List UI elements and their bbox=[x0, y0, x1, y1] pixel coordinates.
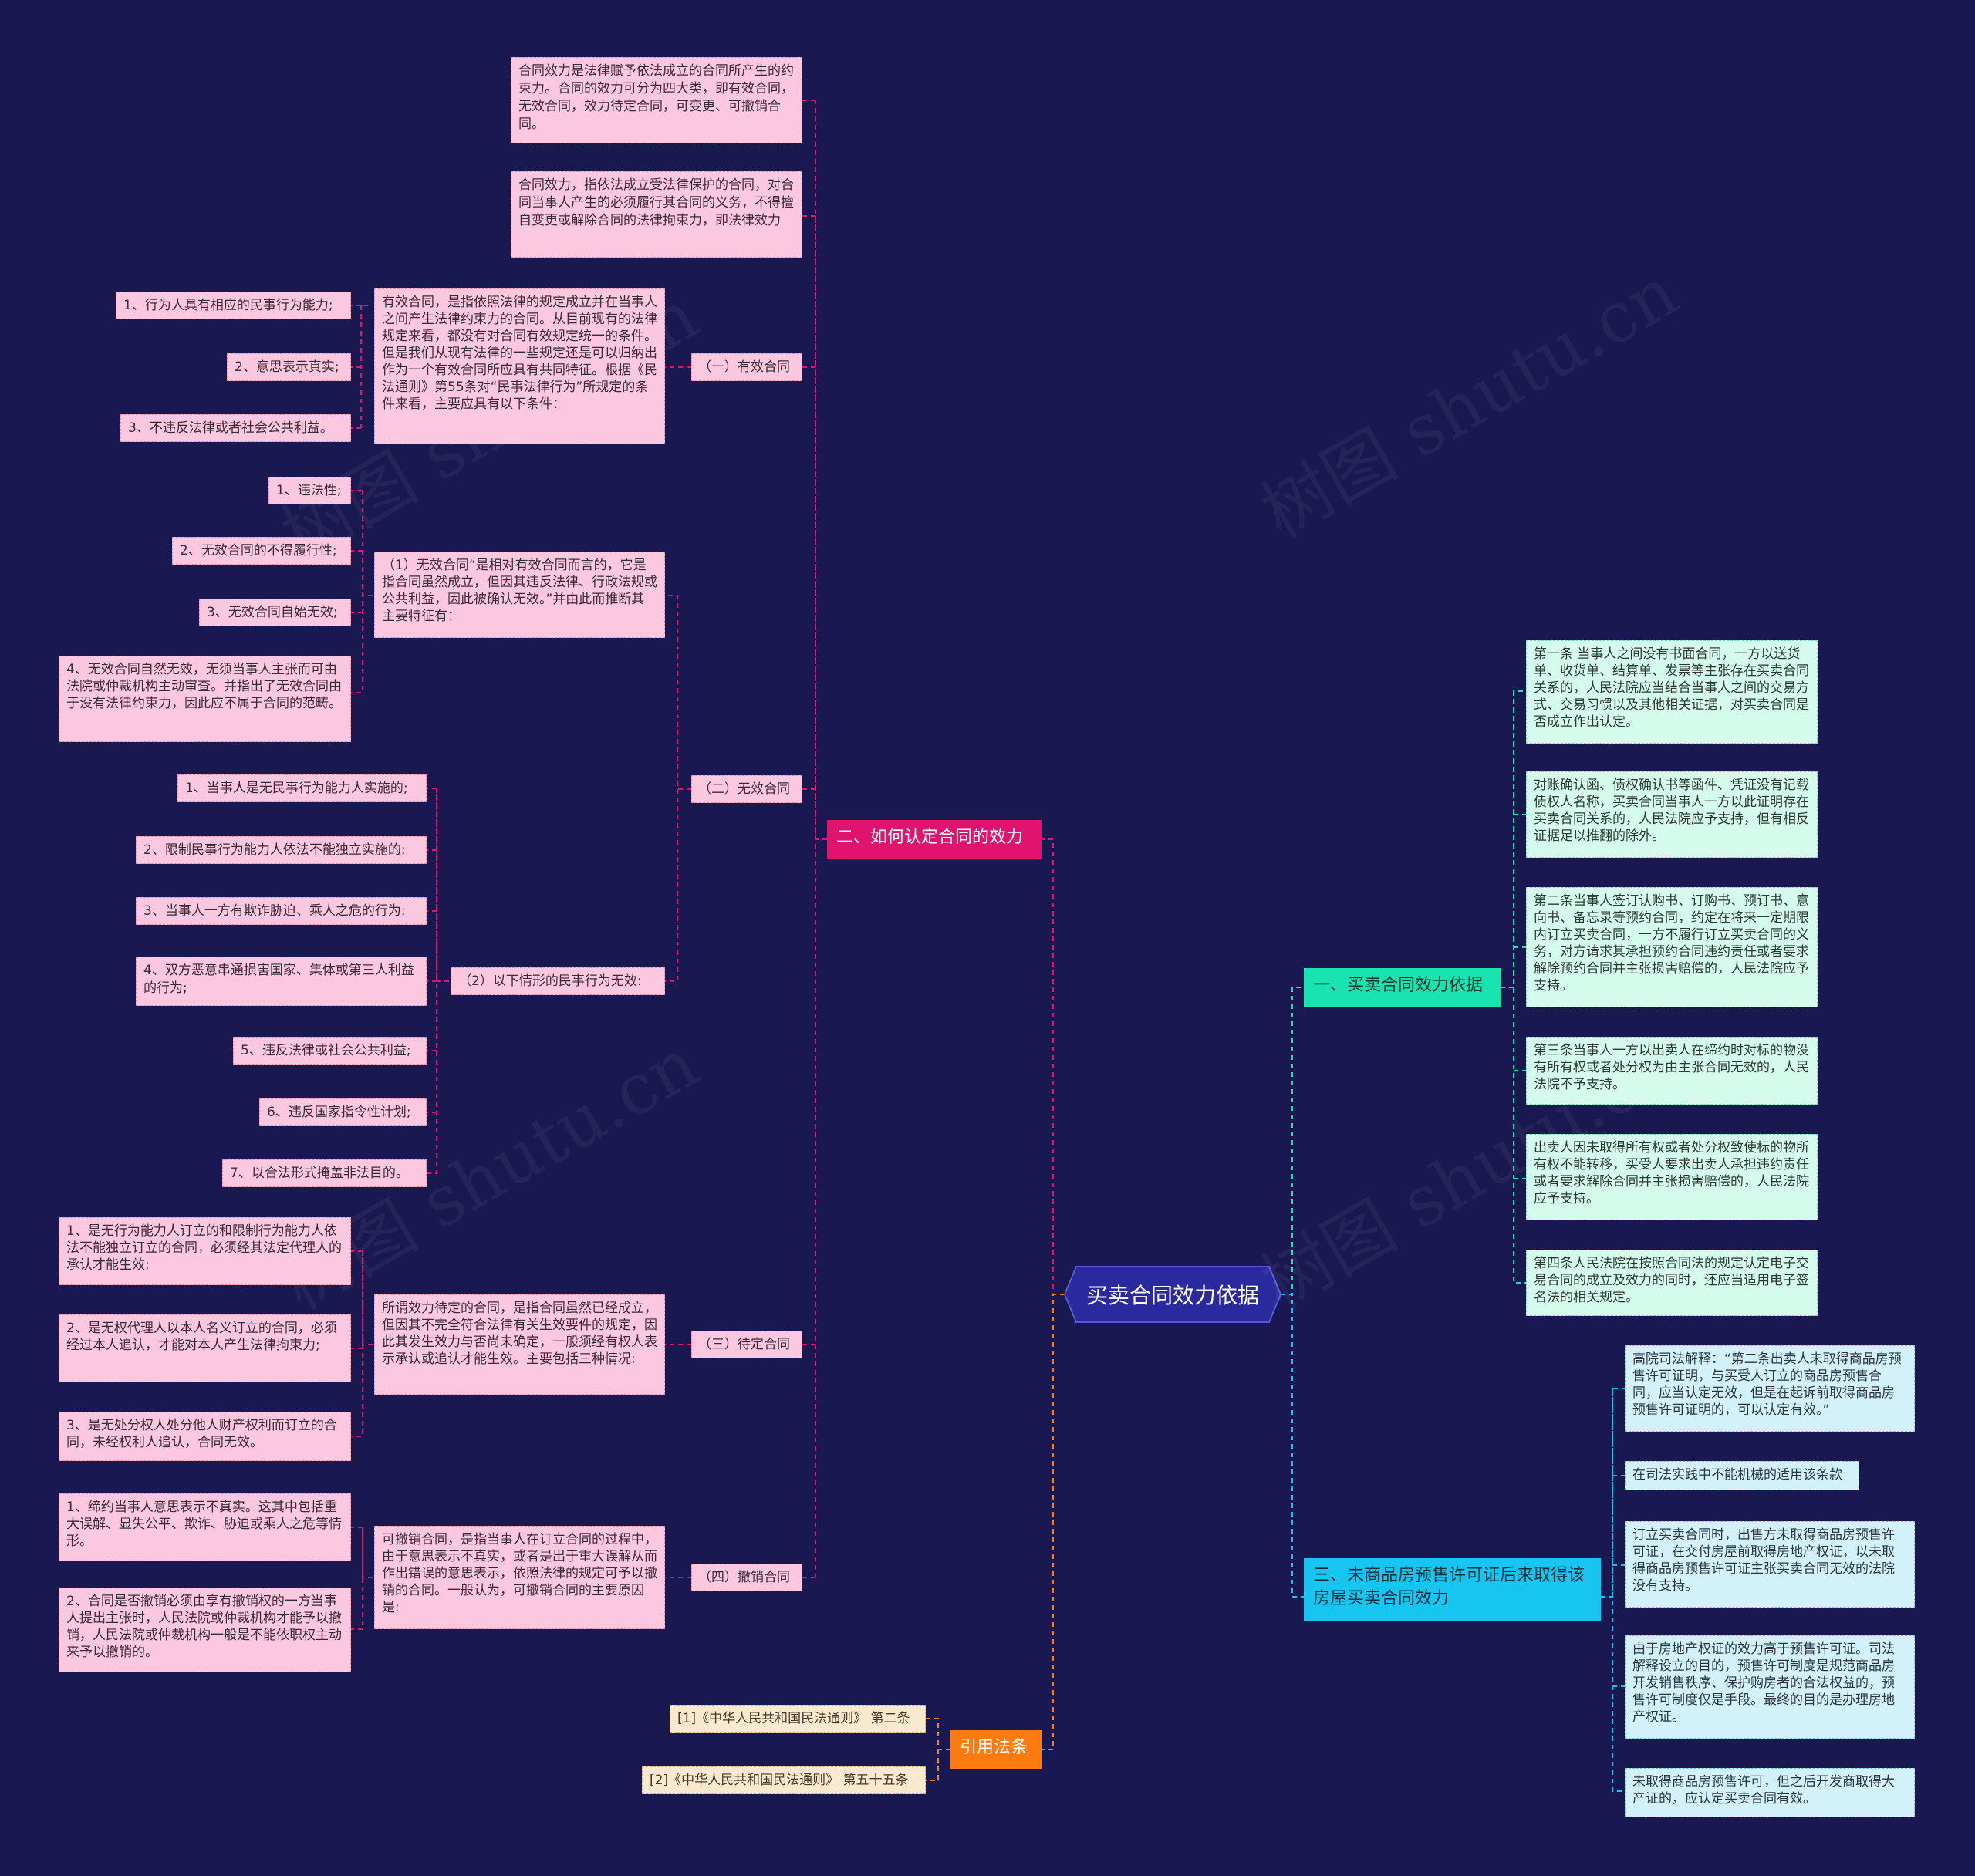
connector-invalid bbox=[665, 595, 691, 982]
invalid-contract-label[interactable]: （二）无效合同 bbox=[691, 775, 802, 803]
invalid-part1-desc[interactable]: （1）无效合同“是相对有效合同而言的，它是指合同虽然成立，但因其违反法律、行政法… bbox=[374, 552, 665, 638]
basis-item[interactable]: 出卖人因未取得所有权或者处分权致使标的物所有权不能转移，买受人要求出卖人承担违约… bbox=[1526, 1134, 1818, 1220]
pending-contract-label[interactable]: （三）待定合同 bbox=[691, 1331, 802, 1358]
cited-law-item[interactable]: [1]《中华人民共和国民法通则》 第二条 bbox=[670, 1705, 926, 1733]
basis-item[interactable]: 第四条人民法院在按照合同法的规定认定电子交易合同的成立及效力的同时，还应当适用电… bbox=[1526, 1250, 1818, 1316]
invalid-part2-item[interactable]: 3、当事人一方有欺诈胁迫、乘人之危的行为; bbox=[136, 897, 427, 925]
basis-item[interactable]: 对账确认函、债权确认书等函件、凭证没有记载债权人名称，买卖合同当事人一方以此证明… bbox=[1526, 771, 1818, 858]
revocable-item[interactable]: 1、缔约当事人意思表示不真实。这其中包括重大误解、显失公平、欺诈、胁迫或乘人之危… bbox=[59, 1493, 351, 1561]
intro-node-2[interactable]: 合同效力，指依法成立受法律保护的合同，对合同当事人产生的必须履行其合同的义务，不… bbox=[511, 171, 802, 258]
basis-item[interactable]: 第二条当事人签订认购书、订购书、预订书、意向书、备忘录等预约合同，约定在将来一定… bbox=[1526, 887, 1818, 1007]
branch-cited-laws[interactable]: 引用法条 bbox=[950, 1730, 1042, 1769]
invalid-part1-item[interactable]: 2、无效合同的不得履行性; bbox=[172, 537, 351, 565]
revocable-item[interactable]: 2、合同是否撤销必须由享有撤销权的一方当事人提出主张时，人民法院或仲裁机构才能予… bbox=[59, 1588, 351, 1672]
invalid-part2-item[interactable]: 2、限制民事行为能力人依法不能独立实施的; bbox=[136, 836, 427, 864]
connector-refs bbox=[926, 1718, 950, 1781]
pending-item[interactable]: 3、是无处分权人处分他人财产权利而订立的合同，未经权利人追认，合同无效。 bbox=[59, 1412, 351, 1461]
invalid-part2-item[interactable]: 5、违反法律或社会公共利益; bbox=[233, 1037, 427, 1065]
cited-law-item[interactable]: [2]《中华人民共和国民法通则》 第五十五条 bbox=[642, 1766, 926, 1794]
invalid-part1-item[interactable]: 4、无效合同自然无效，无须当事人主张而可由法院或仲裁机构主动审查。并指出了无效合… bbox=[59, 656, 351, 742]
revocable-contract-label[interactable]: （四）撤销合同 bbox=[691, 1564, 802, 1591]
connector-pending bbox=[351, 1250, 691, 1437]
presale-item[interactable]: 高院司法解释：“第二条出卖人未取得商品房预售许可证明，与买受人订立的商品房预售合… bbox=[1625, 1345, 1915, 1432]
valid-item[interactable]: 3、不违反法律或者社会公共利益。 bbox=[120, 414, 351, 442]
invalid-part1-item[interactable]: 3、无效合同自始无效; bbox=[199, 599, 351, 626]
valid-contract-label[interactable]: （一）有效合同 bbox=[691, 353, 802, 381]
connector-center-to-right2 bbox=[1281, 1294, 1304, 1598]
branch-how-to-determine-validity[interactable]: 二、如何认定合同的效力 bbox=[827, 820, 1042, 859]
invalid-part2-item[interactable]: 6、违反国家指令性计划; bbox=[259, 1098, 427, 1126]
center-node[interactable]: 买卖合同效力依据 bbox=[1085, 1283, 1259, 1308]
valid-item[interactable]: 2、意思表示真实; bbox=[227, 353, 351, 381]
basis-item[interactable]: 第一条 当事人之间没有书面合同，一方以送货单、收货单、结算单、发票等主张存在买卖… bbox=[1526, 640, 1818, 744]
invalid-part1-item[interactable]: 1、违法性; bbox=[268, 477, 351, 504]
connector-invalid-part1 bbox=[351, 490, 373, 693]
connector-center-to-right1 bbox=[1281, 987, 1304, 1295]
invalid-part2-item[interactable]: 7、以合法形式掩盖非法目的。 bbox=[222, 1159, 427, 1187]
invalid-part2-desc[interactable]: （2）以下情形的民事行为无效: bbox=[451, 967, 665, 995]
invalid-part2-item[interactable]: 1、当事人是无民事行为能力人实施的; bbox=[177, 774, 427, 802]
pending-item[interactable]: 1、是无行为能力人订立的和限制行为能力人依法不能独立订立的合同，必须经其法定代理… bbox=[59, 1217, 351, 1285]
connector-left-spine bbox=[802, 100, 827, 1578]
connector-center-to-refs bbox=[1042, 1294, 1065, 1750]
connector-revocable bbox=[351, 1527, 691, 1630]
presale-item[interactable]: 在司法实践中不能机械的适用该条款 bbox=[1625, 1461, 1859, 1490]
center-node-shape bbox=[1063, 1266, 1282, 1323]
presale-item[interactable]: 未取得商品房预售许可，但之后开发商取得大产证的，应认定买卖合同有效。 bbox=[1625, 1768, 1915, 1817]
connector-center-to-left bbox=[1042, 838, 1065, 1295]
branch-presale-permit[interactable]: 三、未商品房预售许可证后来取得该房屋买卖合同效力 bbox=[1304, 1558, 1601, 1621]
revocable-contract-desc[interactable]: 可撤销合同，是指当事人在订立合同的过程中，由于意思表示不真实，或者是出于重大误解… bbox=[374, 1526, 665, 1629]
connector-right2 bbox=[1601, 1388, 1625, 1792]
connector-invalid-part2 bbox=[427, 788, 449, 1174]
pending-item[interactable]: 2、是无权代理人以本人名义订立的合同，必须经过本人追认，才能对本人产生法律拘束力… bbox=[59, 1314, 351, 1382]
basis-item[interactable]: 第三条当事人一方以出卖人在缔约时对标的物没有所有权或者处分权为由主张合同无效的，… bbox=[1526, 1037, 1818, 1105]
valid-item[interactable]: 1、行为人具有相应的民事行为能力; bbox=[116, 292, 351, 319]
branch-sales-contract-basis[interactable]: 一、买卖合同效力依据 bbox=[1304, 968, 1501, 1007]
connector-valid bbox=[351, 305, 691, 429]
intro-node-1[interactable]: 合同效力是法律赋予依法成立的合同所产生的约束力。合同的效力可分为四大类，即有效合… bbox=[511, 57, 802, 143]
presale-item[interactable]: 由于房地产权证的效力高于预售许可证。司法解释设立的目的，预售许可制度是规范商品房… bbox=[1625, 1635, 1915, 1739]
presale-item[interactable]: 订立买卖合同时，出售方未取得商品房预售许可证，在交付房屋前取得房地产权证，以未取… bbox=[1625, 1521, 1915, 1608]
invalid-part2-item[interactable]: 4、双方恶意串通损害国家、集体或第三人利益的行为; bbox=[136, 957, 427, 1006]
pending-contract-desc[interactable]: 所谓效力待定的合同，是指合同虽然已经成立，但因其不完全符合法律有关生效要件的规定… bbox=[374, 1294, 665, 1395]
connector-right1 bbox=[1501, 690, 1526, 1284]
valid-contract-desc[interactable]: 有效合同，是指依照法律的规定成立并在当事人之间产生法律约束力的合同。从目前现有的… bbox=[374, 288, 665, 444]
